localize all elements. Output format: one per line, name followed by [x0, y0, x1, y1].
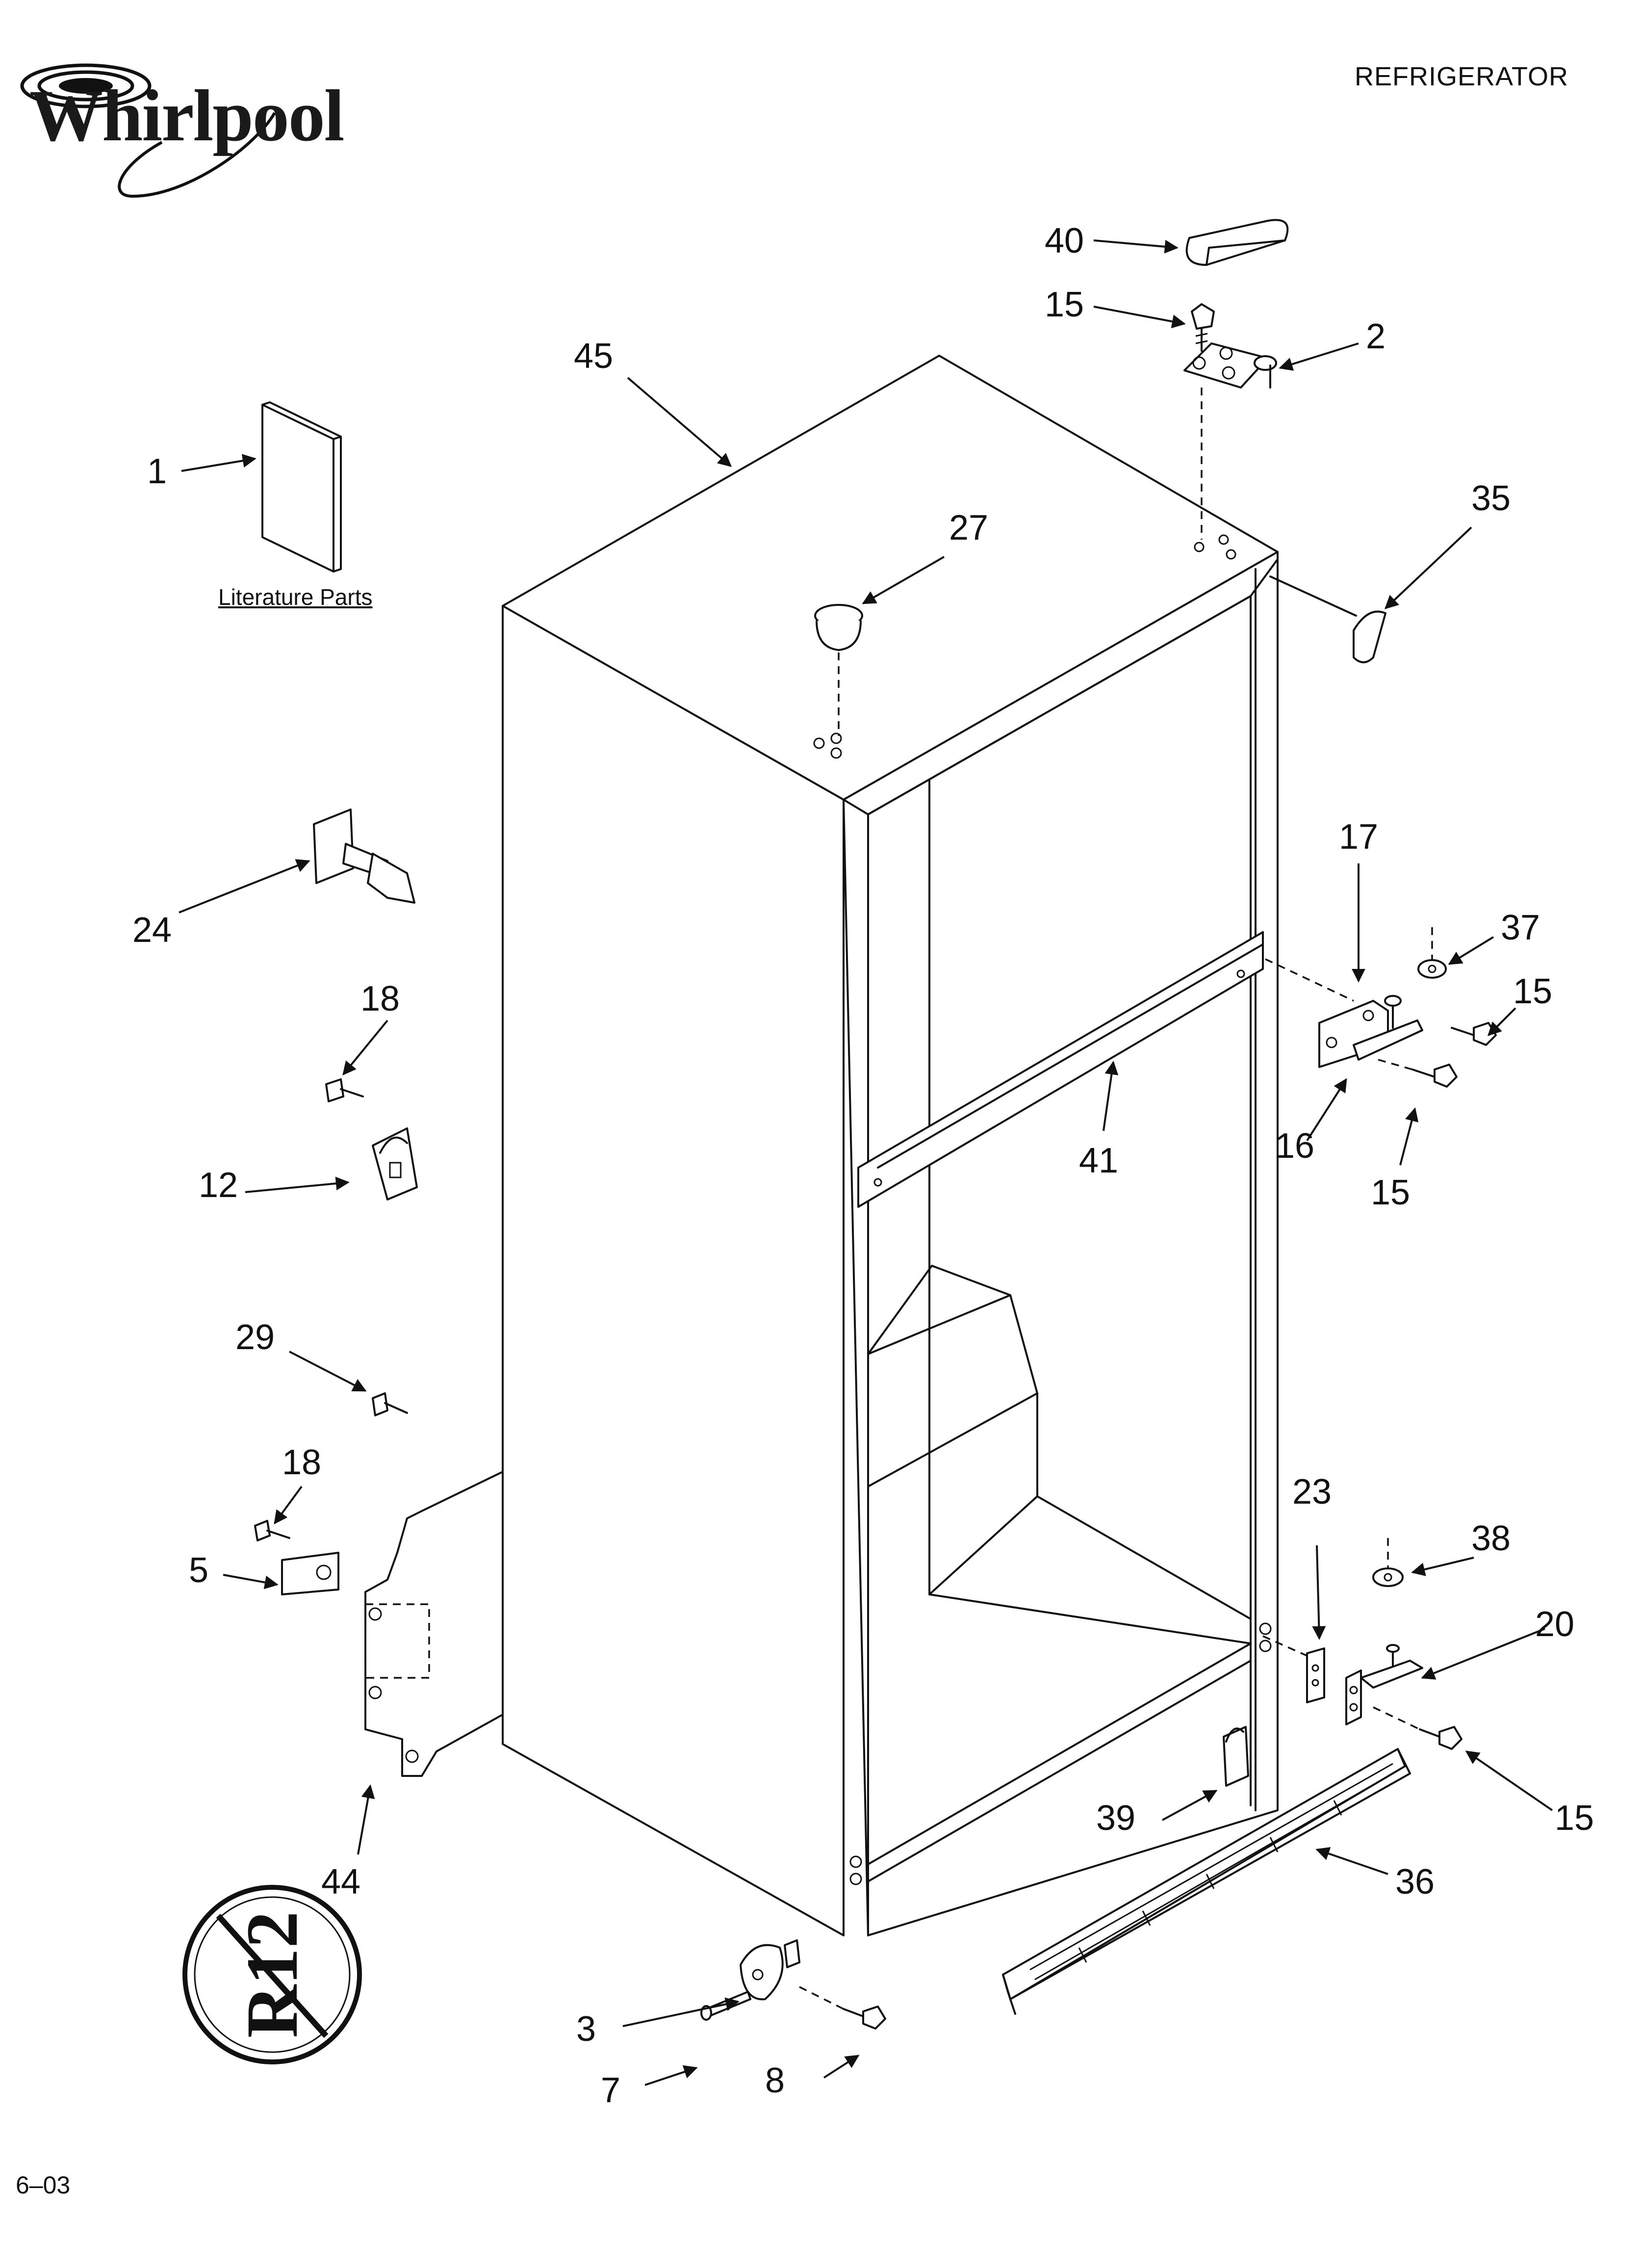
hinge-cap: [1269, 575, 1386, 663]
callout-40: 40: [1045, 221, 1084, 261]
leader-arrows: [179, 239, 1553, 2086]
brand-logo: Whirlpool: [0, 0, 344, 206]
screw-middle-b: [1378, 1059, 1458, 1088]
callout-29: 29: [235, 1318, 275, 1357]
cabinet-body: [502, 355, 1279, 1936]
callout-20: 20: [1535, 1605, 1575, 1644]
washer-38: [1372, 1538, 1404, 1587]
logo-swirl-icon: [20, 63, 276, 198]
callout-15-hinge-a: 15: [1513, 972, 1553, 1011]
callout-44: 44: [321, 1862, 361, 1902]
callout-2: 2: [1366, 317, 1386, 356]
literature-parts-label: Literature Parts: [218, 584, 373, 610]
base-grille: [1002, 1748, 1411, 2015]
callout-15-hinge-b: 15: [1371, 1173, 1411, 1212]
screw-upper: [325, 1078, 364, 1102]
leveler-screw: [799, 1986, 886, 2030]
middle-hinge: [1265, 927, 1447, 1068]
callout-38: 38: [1471, 1519, 1511, 1558]
callout-37: 37: [1501, 908, 1540, 947]
screw-bottom: [1373, 1706, 1462, 1750]
literature-booklet: [261, 401, 342, 573]
callout-15-top: 15: [1045, 285, 1084, 324]
clip-upper: [372, 1127, 418, 1200]
callout-1: 1: [147, 452, 167, 491]
callout-36: 36: [1395, 1862, 1435, 1902]
callout-41: 41: [1079, 1141, 1119, 1180]
callout-3: 3: [576, 2009, 596, 2049]
top-hinge: [1183, 342, 1277, 540]
shim-23: [1262, 1635, 1325, 1703]
divider-rail: [857, 931, 1264, 1208]
callout-16: 16: [1275, 1126, 1315, 1166]
hinge-cover: [1185, 219, 1289, 266]
callout-39: 39: [1096, 1799, 1136, 1838]
callout-15-bottom: 15: [1555, 1799, 1594, 1838]
callout-23: 23: [1292, 1472, 1332, 1512]
footer-code: 6–03: [16, 2171, 71, 2199]
callout-24: 24: [132, 911, 172, 950]
top-plug: [814, 604, 863, 736]
grille-clip: [1223, 1726, 1249, 1787]
brand-wordmark: Whirlpool: [29, 75, 344, 156]
side-panel: [364, 1471, 504, 1777]
callout-7: 7: [601, 2071, 621, 2110]
callout-18-lower: 18: [282, 1443, 322, 1482]
clip-lower: [254, 1520, 339, 1595]
callout-35: 35: [1471, 479, 1511, 518]
callout-8: 8: [765, 2061, 785, 2100]
callout-5: 5: [189, 1551, 209, 1590]
callout-18-upper: 18: [360, 979, 400, 1018]
screw-29: [372, 1392, 408, 1416]
callout-45: 45: [574, 337, 614, 376]
callout-17: 17: [1339, 817, 1379, 857]
callout-12: 12: [199, 1166, 238, 1205]
door-stop: [313, 808, 415, 904]
callout-27: 27: [949, 508, 989, 547]
screw-top: [1191, 303, 1215, 352]
document-title: REFRIGERATOR: [1354, 62, 1568, 91]
